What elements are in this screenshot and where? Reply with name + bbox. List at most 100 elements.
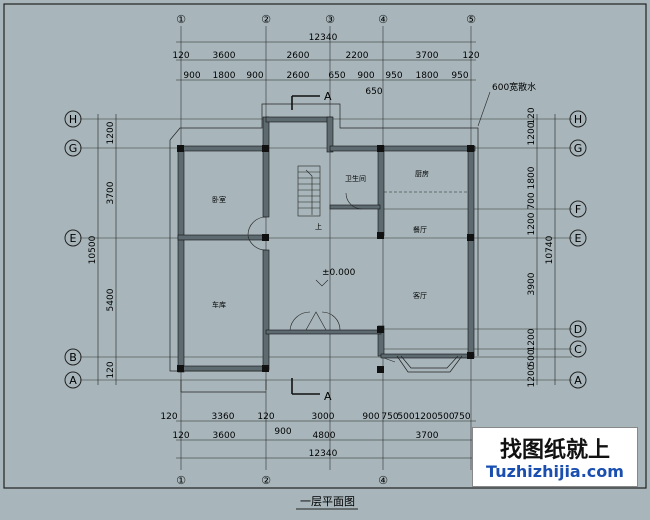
dim-text: 3700 xyxy=(416,51,439,61)
axis-top-1: ① xyxy=(176,13,186,26)
bottom-total-dim: 12340 xyxy=(309,449,338,459)
dim-text: 750 xyxy=(453,412,470,422)
drawing-title: 一层平面图 xyxy=(300,495,355,508)
right-outer-dim: 10740 xyxy=(545,235,555,264)
dim-text: 500 xyxy=(437,412,454,422)
dim-text: 120 xyxy=(160,412,177,422)
dim-text: 4800 xyxy=(313,431,336,441)
axis-bottom-4: ④ xyxy=(378,474,388,487)
top-total-dim: 12340 xyxy=(309,33,338,43)
watermark-box: 找图纸就上 Tuzhizhijia.com xyxy=(472,427,638,487)
dim-text: 950 xyxy=(451,71,468,81)
room-label-garage: 车库 xyxy=(212,300,226,309)
axis-left-E: E xyxy=(70,232,77,245)
dim-text: 900 xyxy=(183,71,200,81)
axis-right-C: C xyxy=(574,343,582,356)
dim-text: 900 xyxy=(357,71,374,81)
dim-text: 1200 xyxy=(527,328,537,351)
axis-left-G: G xyxy=(69,142,78,155)
axis-bottom-2: ② xyxy=(261,474,271,487)
dim-text: 1200 xyxy=(527,212,537,235)
dim-text: 2600 xyxy=(287,71,310,81)
dim-text: 3700 xyxy=(416,431,439,441)
building-outline xyxy=(169,103,479,393)
axis-bottom-1: ① xyxy=(176,474,186,487)
axis-top-4: ④ xyxy=(378,13,388,26)
walls xyxy=(177,116,476,373)
bay-window xyxy=(396,355,463,373)
axis-grid-vertical xyxy=(180,26,472,470)
right-dimensions xyxy=(536,114,556,385)
room-label-living: 客厅 xyxy=(413,291,427,300)
room-label-dining: 餐厅 xyxy=(413,225,427,234)
axis-grid-horizontal xyxy=(80,118,572,381)
axis-left-A: A xyxy=(69,374,77,387)
axis-right-D: D xyxy=(574,323,582,336)
stair xyxy=(297,165,321,217)
dim-text: 900 xyxy=(274,427,291,437)
top-row2-dims: 900 1800 900 2600 650 900 950 1800 950 xyxy=(183,71,468,81)
top-extra-dim: 650 xyxy=(365,87,382,97)
dim-text: 3700 xyxy=(106,181,116,204)
top-dimensions xyxy=(176,41,476,81)
section-mark-top: A xyxy=(324,90,332,103)
dim-text: 1800 xyxy=(527,166,537,189)
axis-right-F: F xyxy=(575,203,581,216)
room-label-bathroom: 卫生间 xyxy=(345,174,366,183)
dim-text: 1200 xyxy=(106,121,116,144)
dim-text: 120 xyxy=(527,107,537,124)
dim-text: 3000 xyxy=(312,412,335,422)
dim-text: 500 xyxy=(397,412,414,422)
dim-text: 120 xyxy=(172,51,189,61)
room-label-bedroom: 卧室 xyxy=(212,195,226,204)
dim-text: 3600 xyxy=(213,431,236,441)
axis-top-2: ② xyxy=(261,13,271,26)
axis-top-5: ⑤ xyxy=(466,13,476,26)
drain-note: 600宽散水 xyxy=(492,81,536,93)
axis-left-B: B xyxy=(69,351,77,364)
watermark-url: Tuzhizhijia.com xyxy=(486,462,624,481)
dim-text: 900 xyxy=(246,71,263,81)
stair-up-label: 上 xyxy=(315,222,322,231)
axis-top-3: ③ xyxy=(325,13,335,26)
columns xyxy=(177,145,474,373)
axis-left-H: H xyxy=(69,113,77,126)
axis-bubbles-left: H G E B A xyxy=(64,110,82,389)
axis-right-H: H xyxy=(574,113,582,126)
dim-text: 120 xyxy=(172,431,189,441)
dim-text: 1200 xyxy=(527,364,537,387)
bottom-dimensions xyxy=(176,420,476,459)
right-segment-dims: 120 1200 1800 700 1200 3900 1200 500 120… xyxy=(527,107,537,387)
axis-right-A: A xyxy=(574,374,582,387)
room-label-kitchen: 厨房 xyxy=(415,169,429,178)
axis-right-G: G xyxy=(574,142,583,155)
dim-text: 700 xyxy=(527,192,537,209)
axis-right-E: E xyxy=(575,232,582,245)
dim-text: 900 xyxy=(362,412,379,422)
dim-text: 500 xyxy=(527,349,537,366)
dim-text: 5400 xyxy=(106,288,116,311)
dim-text: 2600 xyxy=(287,51,310,61)
doors xyxy=(247,192,363,331)
top-row1-dims: 120 3600 2600 2200 3700 120 xyxy=(172,51,479,61)
left-segment-dims: 1200 3700 5400 120 xyxy=(106,121,116,378)
axis-bubbles-right: H G F E D C A xyxy=(569,110,587,389)
dim-text: 120 xyxy=(462,51,479,61)
bottom-row1-dims: 120 3360 120 3000 900 750 500 1200 500 7… xyxy=(160,412,470,422)
dim-text: 3360 xyxy=(212,412,235,422)
left-outer-dim: 10500 xyxy=(88,235,98,264)
section-mark-bottom: A xyxy=(324,390,332,403)
bottom-row2-dims: 120 3600 900 4800 3700 xyxy=(172,427,438,441)
level-mark: ±0.000 xyxy=(322,268,356,278)
drain-leader xyxy=(477,91,491,127)
section-marks xyxy=(291,95,320,395)
dim-text: 2200 xyxy=(346,51,369,61)
dim-text: 1800 xyxy=(213,71,236,81)
axis-bubbles-top: ① ② ③ ④ ⑤ xyxy=(176,13,476,26)
dim-text: 1800 xyxy=(416,71,439,81)
bay-connector xyxy=(383,357,396,363)
dim-text: 120 xyxy=(106,361,116,378)
dim-text: 950 xyxy=(385,71,402,81)
dim-text: 750 xyxy=(381,412,398,422)
